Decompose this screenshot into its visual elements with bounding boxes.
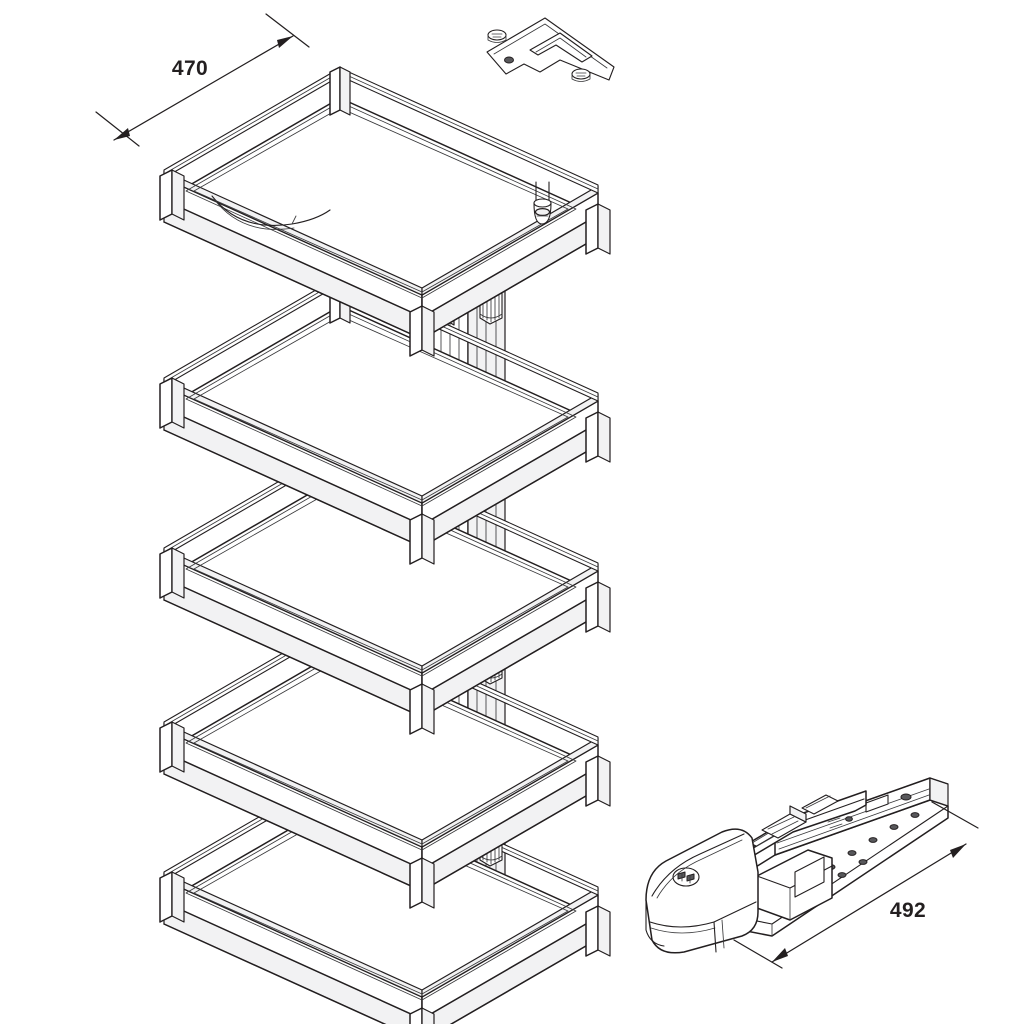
mounting-bracket-plate <box>486 17 615 82</box>
dimension-492: 492 <box>733 801 979 969</box>
tray-handle-grip <box>211 195 331 230</box>
dimension-492-arrow-end <box>950 844 966 858</box>
dimension-492-line <box>771 843 967 963</box>
manufacturer-logo <box>672 867 700 887</box>
dimension-470-line <box>113 35 294 141</box>
dimension-492-label: 492 <box>890 899 926 922</box>
slide-end-cap <box>645 828 759 954</box>
locking-pin <box>533 181 552 225</box>
dimension-470-label: 470 <box>172 57 208 80</box>
drawer-slide-runner[interactable] <box>645 777 949 954</box>
dimension-470-arrow-end <box>277 36 293 48</box>
dimension-470-arrow-start <box>114 128 130 140</box>
dimension-470: 470 <box>95 13 310 147</box>
dimension-492-arrow-start <box>772 948 788 962</box>
